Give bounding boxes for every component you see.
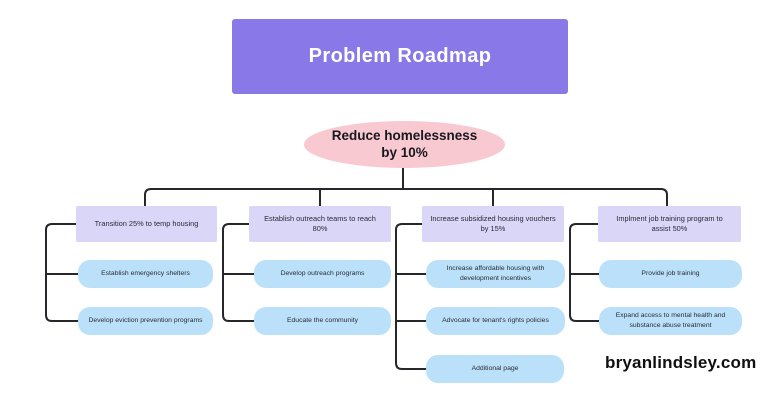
goal-text-line2: by 10% [381, 144, 428, 160]
col1-child-node-2: Develop eviction prevention programs [78, 307, 213, 335]
col4-bracket-connector [569, 223, 599, 322]
col2-bracket-connector [222, 223, 254, 322]
col2-header-node: Establish outreach teams to reach 80% [249, 206, 391, 242]
col4-child-node-2: Expand access to mental health and subst… [599, 307, 742, 335]
page-title: Problem Roadmap [308, 45, 492, 67]
col1-child-node-1: Establish emergency shelters [78, 260, 213, 288]
col3-child-node-3: Additional page [426, 355, 564, 383]
col4-child-node-1: Provide job training [599, 260, 742, 288]
col3-header-node: Increase subsidized housing vouchers by … [422, 206, 564, 242]
goal-node: Reduce homelessness by 10% [304, 121, 505, 168]
col1-header-node: Transition 25% to temp housing [76, 206, 217, 242]
title-banner: Problem Roadmap [232, 19, 568, 94]
col1-bracket-connector [45, 223, 78, 322]
col3-child-node-2: Advocate for tenant's rights policies [426, 307, 565, 335]
goal-to-rail-connector [144, 166, 668, 208]
col3-bracket-connector [395, 223, 426, 370]
col4-header-node: Implment job training program to assist … [598, 206, 741, 242]
col2-child-node-2: Educate the community [254, 307, 391, 335]
col2-child-node-1: Develop outreach programs [254, 260, 391, 288]
watermark-text: bryanlindsley.com [605, 353, 757, 372]
col3-child-node-1: Increase affordable housing with develop… [426, 260, 565, 288]
goal-text-line1: Reduce homelessness [331, 127, 478, 143]
